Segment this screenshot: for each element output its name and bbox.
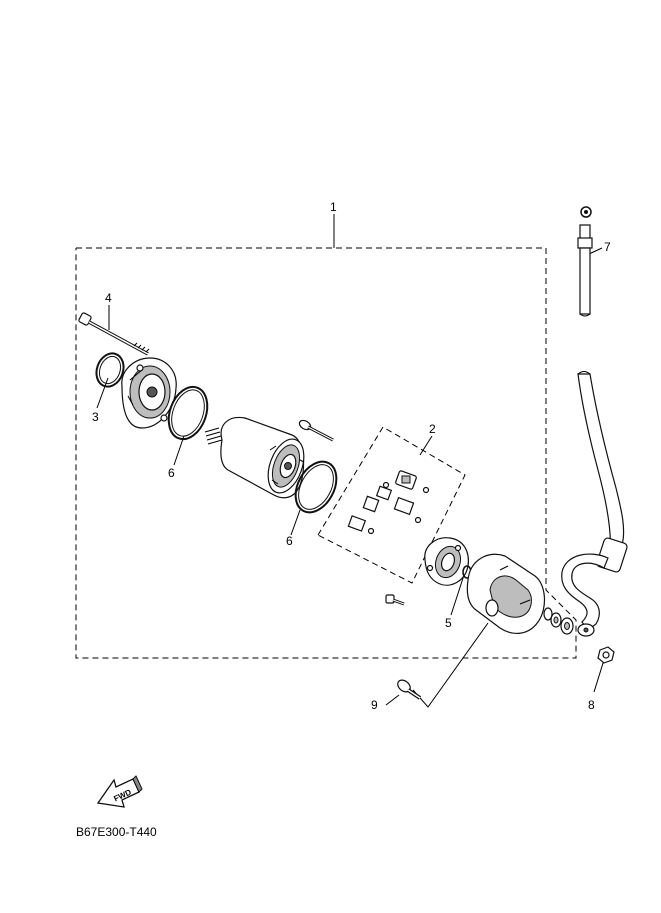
callout-5: 5 [445,616,452,630]
callout-8: 8 [588,698,595,712]
o-ring-3 [95,352,125,388]
rear-end-cover [466,553,545,634]
o-ring-6-rear [294,460,338,514]
brush-holder-plate [424,537,469,586]
o-ring-6-front [167,385,209,441]
long-bolt-4 [78,312,150,356]
brush-set-2 [347,470,430,535]
nut-8 [597,646,615,664]
callout-1: 1 [330,200,337,214]
small-bolt [385,594,405,606]
callout-9: 9 [371,698,378,712]
front-cover [121,357,177,429]
starter-motor-yoke [204,416,305,499]
callout-7: 7 [604,240,611,254]
callout-6-front: 6 [168,466,175,480]
starter-cable-7 [561,206,628,637]
callout-3: 3 [92,410,99,424]
terminal-washers [543,607,574,635]
assembly-boundary-1 [75,247,577,659]
callout-6-rear: 6 [286,534,293,548]
bolt-9 [397,679,422,700]
fwd-arrow-icon: FWD [96,775,143,808]
brush-set-boundary-2 [317,426,466,584]
screw [298,419,334,442]
callout-2: 2 [429,422,436,436]
diagram-code: B67E300-T440 [76,825,157,839]
callout-4: 4 [105,291,112,305]
leader-lines [96,214,605,708]
